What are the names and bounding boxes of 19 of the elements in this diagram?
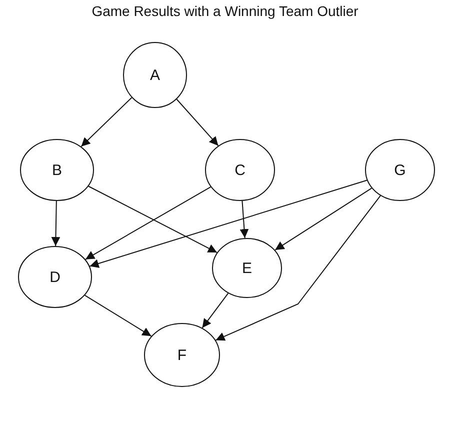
arrow bbox=[202, 292, 229, 328]
node-label: G bbox=[394, 162, 406, 178]
node-label: B bbox=[52, 162, 62, 178]
arrow bbox=[51, 200, 60, 246]
diagram-title: Game Results with a Winning Team Outlier bbox=[90, 3, 360, 19]
node-label: F bbox=[177, 346, 187, 364]
arrow bbox=[84, 186, 212, 260]
node-label: C bbox=[234, 162, 246, 178]
node-label: D bbox=[50, 268, 60, 286]
arrow bbox=[240, 200, 249, 239]
node-label: E bbox=[242, 260, 252, 276]
arrow bbox=[84, 294, 152, 337]
arrow bbox=[80, 97, 132, 148]
arrow bbox=[274, 188, 372, 251]
arrow bbox=[89, 180, 368, 268]
arrow bbox=[215, 195, 381, 341]
node-label: A bbox=[150, 66, 160, 84]
arrow bbox=[88, 186, 218, 254]
arrow bbox=[176, 98, 219, 146]
